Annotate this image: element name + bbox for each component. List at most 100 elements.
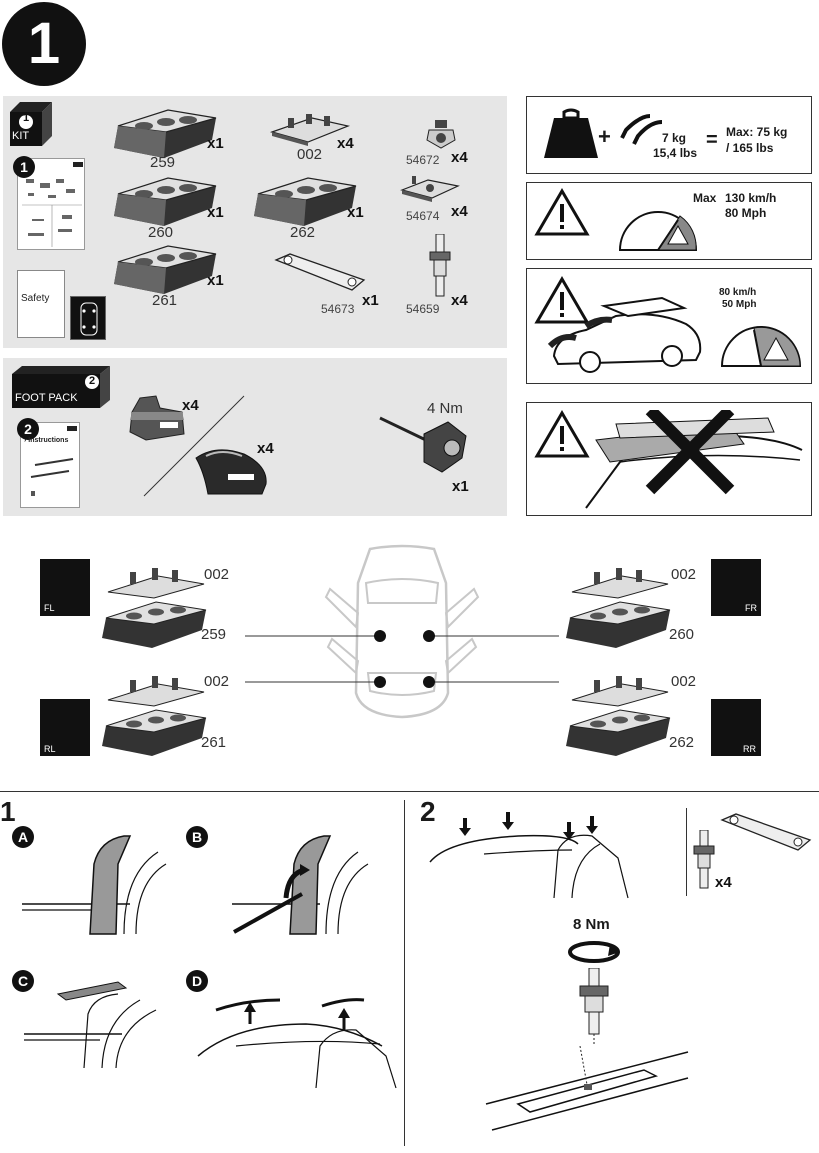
placement-leader-lines — [245, 628, 565, 688]
kit-manual-badge: 1 — [13, 156, 35, 178]
substep-b-illustration — [230, 834, 400, 938]
step2-bolt-icon — [692, 830, 716, 890]
kit-badge-number: 1 — [22, 112, 30, 124]
torque-tool-icon — [376, 412, 470, 482]
part-262-illustration — [248, 172, 360, 230]
foot-assembly-fr — [560, 566, 678, 654]
part-54673-qty: x1 — [362, 292, 379, 309]
substep-a-badge: A — [12, 826, 34, 848]
placement-dot-fr — [423, 630, 435, 642]
foot-pack-badge-number: 2 — [88, 375, 96, 387]
section-divider — [0, 791, 819, 792]
substep-d-badge: D — [186, 970, 208, 992]
step2-car-illustration — [428, 810, 638, 900]
corner-card-fl — [40, 559, 90, 616]
part-54673-illustration — [272, 250, 368, 294]
foot-assembly-rr — [560, 674, 678, 762]
foot-pack-manual-badge: 2 — [17, 418, 39, 440]
step2-qty: x4 — [715, 874, 732, 891]
corner-label-fl: FL — [44, 603, 55, 613]
foot-assembly-rl — [96, 674, 214, 762]
part-002-illustration — [268, 112, 352, 148]
foot-pack-instructions-label: › Instructions — [24, 437, 69, 444]
step2-roof-rail-illustration — [484, 1046, 690, 1134]
corner-card-fr — [711, 559, 761, 616]
step2-number: 2 — [420, 796, 436, 827]
foot-pack-box-icon — [12, 366, 110, 408]
steps-vertical-divider — [404, 800, 405, 1146]
part-54674-illustration — [398, 174, 462, 206]
step2-bolt-detail — [578, 968, 610, 1044]
part-259-code: 259 — [150, 154, 176, 171]
part-54672-code: 54672 — [406, 153, 440, 167]
roof-warning-triangle-icon — [534, 410, 590, 460]
foot-label-fr: 260 — [669, 626, 695, 643]
foot-pack-torque: 4 Nm — [427, 400, 463, 417]
pad-label-rr: 002 — [671, 673, 697, 690]
part-54659-qty: x4 — [451, 292, 468, 309]
foot-label-fl: 259 — [201, 626, 227, 643]
pad-label-fr: 002 — [671, 566, 697, 583]
wind-gauge-icon — [718, 308, 804, 370]
substep-b-badge: B — [186, 826, 208, 848]
wind-speed-kmh: 80 km/h — [719, 287, 757, 298]
corner-card-rr — [711, 699, 761, 756]
substep-a-illustration — [20, 834, 170, 938]
part-54672-illustration — [425, 118, 457, 154]
part-002-qty: x4 — [337, 135, 354, 152]
foot-pack-foot-1 — [126, 394, 188, 444]
part-259-illustration — [108, 104, 220, 162]
part-261-illustration — [108, 240, 220, 298]
part-261-qty: x1 — [207, 272, 224, 289]
safety-document — [17, 270, 65, 338]
part-54659-illustration — [428, 234, 452, 298]
warning-triangle-icon — [534, 188, 590, 238]
step-number-badge: 1 — [2, 2, 86, 86]
load-max-lbs: / 165 lbs — [726, 141, 774, 155]
foot-label-rr: 262 — [669, 734, 695, 751]
part-262-code: 262 — [290, 224, 316, 241]
pad-label-rl: 002 — [204, 673, 230, 690]
speed-max: Max — [693, 191, 717, 205]
part-262-qty: x1 — [347, 204, 364, 221]
safety-document-label: Safety — [21, 293, 50, 304]
roof-no-load-illustration — [580, 410, 808, 512]
weight-icon — [544, 108, 598, 160]
step1-number: 1 — [0, 796, 16, 827]
load-bar-weight: 7 kg — [662, 131, 687, 145]
rotate-arrow-icon — [566, 938, 622, 966]
step2-plate-tool-icon — [718, 810, 814, 854]
wind-speed-mph: 50 Mph — [722, 299, 757, 310]
foot-pack-label: FOOT PACK — [15, 392, 78, 404]
foot-assembly-fl — [96, 566, 214, 654]
part-54674-qty: x4 — [451, 203, 468, 220]
foot-pack-foot-1-qty: x4 — [182, 397, 199, 414]
roof-bar-icon — [620, 110, 664, 146]
placement-dot-rl — [374, 676, 386, 688]
kit-label: KIT — [12, 130, 30, 142]
wind-warning-triangle-icon — [534, 276, 590, 326]
part-002-code: 002 — [297, 146, 323, 163]
placement-dot-rr — [423, 676, 435, 688]
kit-box-icon — [10, 102, 52, 146]
part-260-code: 260 — [148, 224, 174, 241]
safety-document-card — [70, 296, 106, 340]
torque-tool-qty: x1 — [452, 478, 469, 495]
corner-card-rl — [40, 699, 90, 756]
placement-dot-fl — [374, 630, 386, 642]
corner-label-rl: RL — [44, 744, 56, 754]
step2-parts-divider — [686, 808, 687, 896]
foot-pack-foot-2 — [192, 442, 272, 498]
substep-c-badge: C — [12, 970, 34, 992]
load-plus: + — [598, 124, 611, 149]
foot-label-rl: 261 — [201, 734, 227, 751]
foot-pack-divider — [140, 392, 250, 500]
corner-label-fr: FR — [745, 603, 757, 613]
part-259-qty: x1 — [207, 135, 224, 152]
part-54659-code: 54659 — [406, 302, 440, 316]
step2-torque: 8 Nm — [573, 916, 610, 933]
load-equals: = — [706, 129, 718, 151]
part-54673-code: 54673 — [321, 302, 355, 316]
foot-pack-foot-2-qty: x4 — [257, 440, 274, 457]
part-260-illustration — [108, 172, 220, 230]
